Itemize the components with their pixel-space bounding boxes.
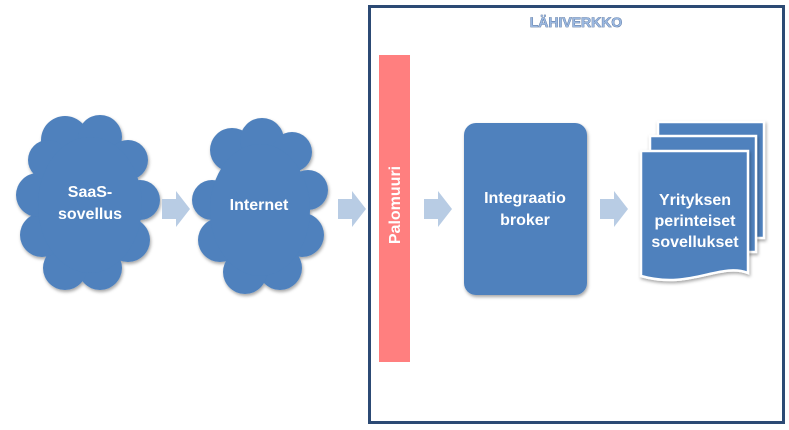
integration-broker-box [464, 123, 587, 295]
broker-label: Integraatio [484, 190, 566, 207]
legacy-label: Yrityksen [659, 192, 731, 209]
arrow-saas-to-internet [162, 191, 190, 227]
legacy-applications-stack [639, 120, 766, 282]
legacy-label-line2: perinteiset [655, 213, 737, 230]
arrow-internet-to-firewall [338, 191, 366, 227]
saas-label-line2: sovellus [58, 206, 122, 223]
arrow-firewall-to-broker [424, 191, 452, 227]
saas-label: SaaS- [68, 184, 112, 201]
firewall-label: Palomuuri [387, 166, 404, 244]
arrow-broker-to-legacy [600, 191, 628, 227]
lan-title: LÄHIVERKKO [530, 14, 623, 30]
internet-label: Internet [230, 197, 289, 214]
saas-cloud [16, 115, 160, 290]
broker-label-line2: broker [500, 212, 550, 229]
firewall-bar [379, 55, 410, 362]
internet-cloud [192, 118, 328, 294]
legacy-label-line3: sovellukset [651, 234, 739, 251]
